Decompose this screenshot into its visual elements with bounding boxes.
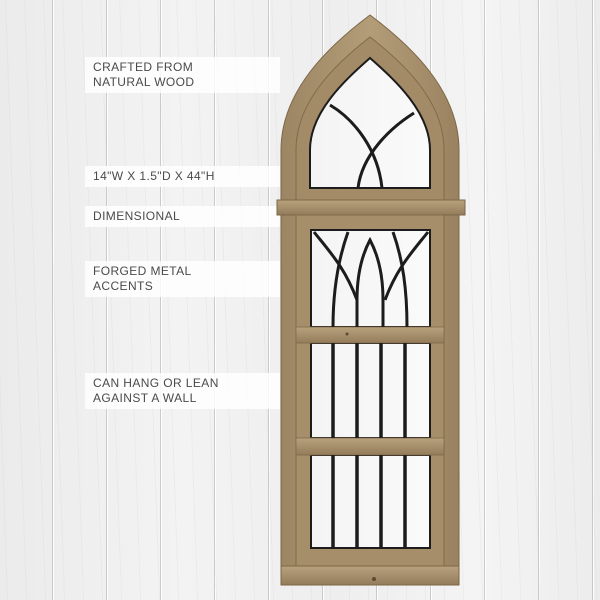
pane-middle: [310, 342, 431, 439]
vertical-metal-bars: [331, 343, 407, 548]
rail: [295, 437, 445, 456]
feature-line: 14"W X 1.5"D X 44"H: [93, 169, 215, 183]
pane-top: [310, 229, 431, 328]
bottom-rail: [280, 565, 460, 586]
top-pane-metal-accent: [312, 231, 430, 328]
feature-line: AGAINST A WALL: [93, 391, 197, 405]
feature-line: DIMENSIONAL: [93, 209, 181, 223]
feature-line: FORGED METAL: [93, 264, 192, 278]
feature-line: CAN HANG OR LEAN: [93, 376, 219, 390]
feature-label-dimensional: DIMENSIONAL: [85, 206, 280, 227]
feature-label-hang-or-lean: CAN HANG OR LEAN AGAINST A WALL: [85, 373, 280, 409]
wood-knot: [345, 332, 349, 336]
gothic-arch-top: [280, 14, 460, 201]
pane-bottom: [310, 454, 431, 549]
feature-label-forged-metal: FORGED METAL ACCENTS: [85, 261, 280, 297]
rail: [295, 326, 445, 344]
lower-window-body: [280, 214, 460, 586]
feature-label-dimensions: 14"W X 1.5"D X 44"H: [85, 166, 280, 187]
feature-line: NATURAL WOOD: [93, 75, 195, 89]
crossbar-ledge: [276, 199, 466, 216]
feature-line: ACCENTS: [93, 279, 154, 293]
feature-label-natural-wood: CRAFTED FROM NATURAL WOOD: [85, 57, 280, 93]
feature-line: CRAFTED FROM: [93, 60, 194, 74]
arch-metal-accent: [329, 103, 415, 189]
wood-knot: [372, 577, 376, 581]
